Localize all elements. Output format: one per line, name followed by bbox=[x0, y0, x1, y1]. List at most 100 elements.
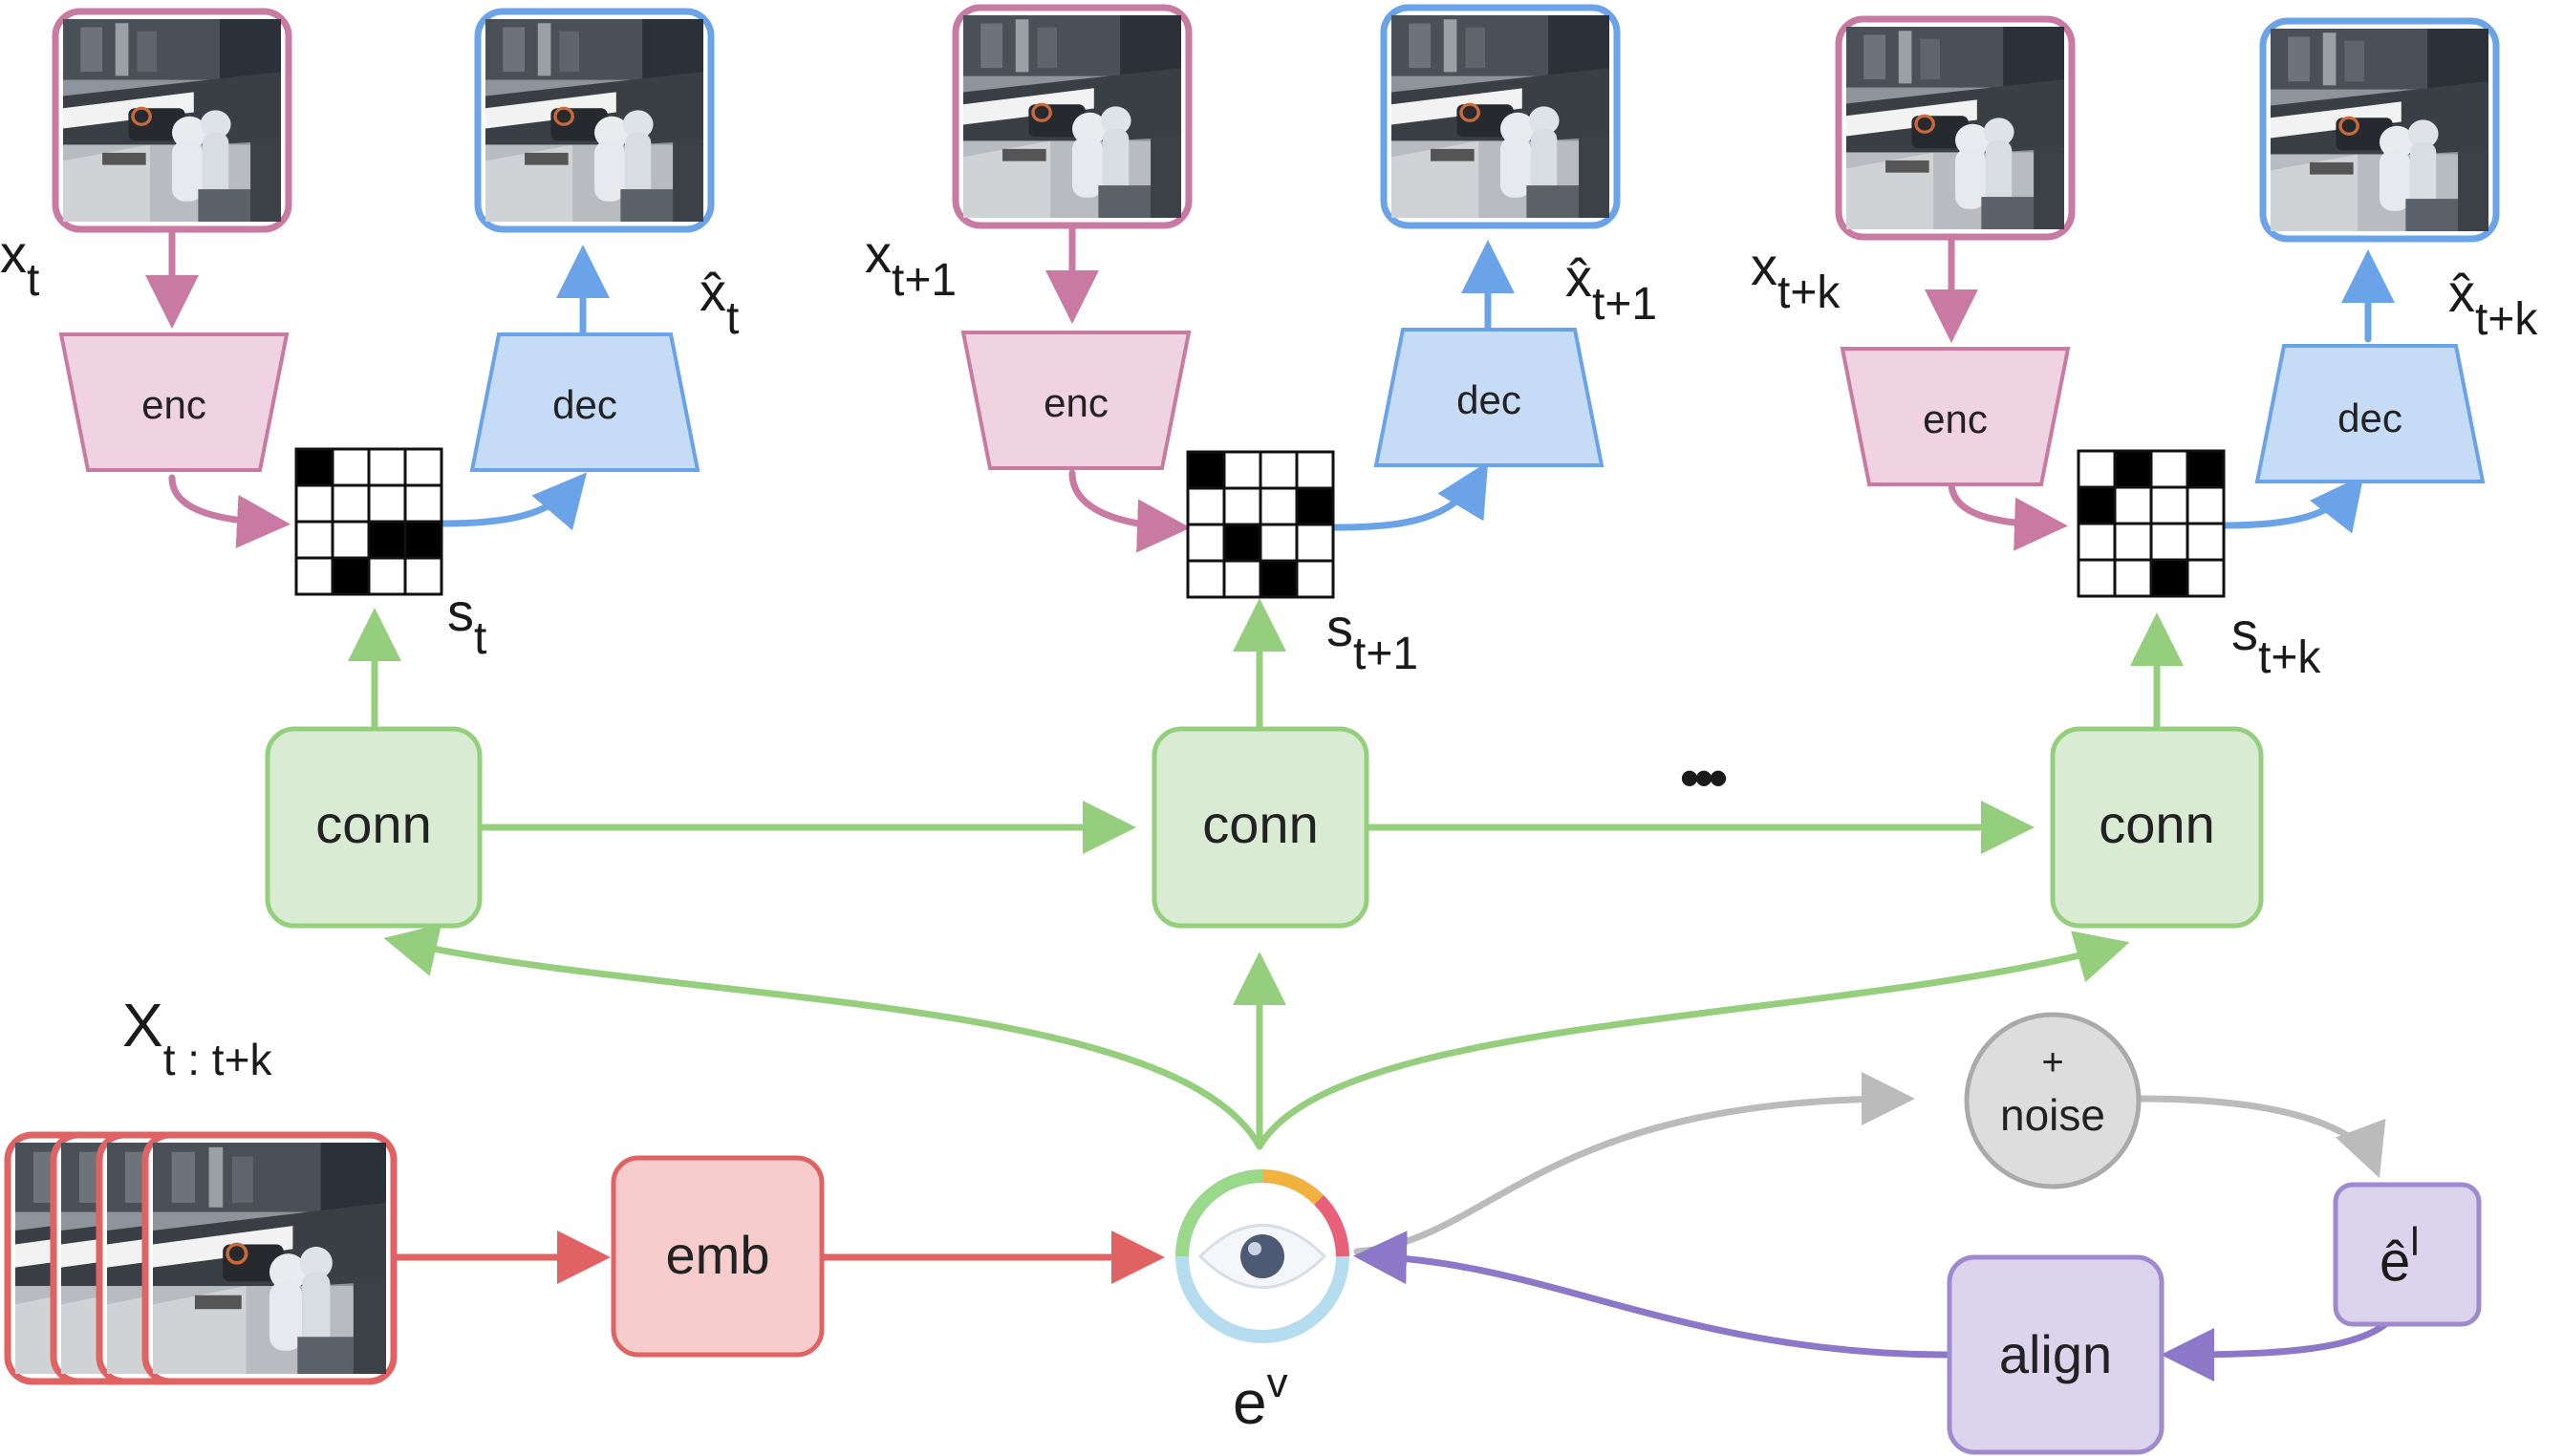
state-grid-cell bbox=[331, 447, 371, 487]
state-grid-cell bbox=[331, 520, 371, 560]
align-block bbox=[1947, 1254, 2165, 1455]
state-grid bbox=[2077, 449, 2226, 598]
state-grid-cell bbox=[1186, 523, 1226, 563]
arrow-ev-to-conn-1 bbox=[383, 924, 1263, 1150]
arrow-ev-to-conn-3 bbox=[1256, 931, 2130, 1150]
input-frame-thumbnail bbox=[52, 8, 292, 233]
state-grid-cell bbox=[2149, 558, 2189, 598]
arrow-state-to-dec-2 bbox=[1329, 460, 1489, 531]
state-grid-cell bbox=[1222, 523, 1262, 563]
state-grid-cell bbox=[403, 556, 443, 596]
state-grid-cell bbox=[331, 483, 371, 524]
ev-ring-orange-arc bbox=[1261, 1169, 1324, 1206]
noise-plus: + bbox=[2041, 1041, 2063, 1083]
ellipsis: ••• bbox=[1679, 746, 1726, 810]
sequence-label: Xt : t+k bbox=[122, 991, 272, 1084]
decoder-block bbox=[2254, 344, 2486, 483]
state-grid-cell bbox=[1295, 523, 1335, 563]
encoder-block bbox=[960, 331, 1192, 470]
state-grid-cell bbox=[2149, 522, 2189, 562]
state-grid-cell bbox=[2113, 485, 2153, 525]
arrow-enc-to-state-2 bbox=[1068, 469, 1191, 553]
input-label: xt bbox=[0, 224, 39, 306]
state-grid-cell bbox=[1222, 450, 1262, 490]
align-label: align bbox=[1999, 1324, 2112, 1384]
ev-ring-green-arc bbox=[1175, 1169, 1263, 1257]
input-frame-thumbnail bbox=[952, 4, 1193, 229]
arrow-enc-to-state-1 bbox=[168, 474, 291, 548]
state-label: st+k bbox=[2231, 601, 2321, 683]
decoder-block bbox=[1373, 328, 1605, 467]
state-grid-cell bbox=[1186, 450, 1226, 490]
conn-block bbox=[1152, 726, 1369, 929]
output-frame-thumbnail bbox=[2259, 17, 2500, 243]
arrow-state-to-dec-1 bbox=[438, 472, 588, 531]
connectors bbox=[145, 225, 2410, 1381]
eye-highlight bbox=[1248, 1242, 1261, 1255]
state-grid-cell bbox=[367, 483, 407, 524]
state-grid-cell bbox=[2149, 485, 2189, 525]
column-t: enc dec conn xt x̂t st bbox=[0, 8, 739, 929]
state-grid-cell bbox=[1295, 450, 1335, 490]
ev-label: ev bbox=[1233, 1360, 1288, 1437]
el-label: êl bbox=[2380, 1219, 2420, 1293]
state-grid-cell bbox=[1295, 559, 1335, 599]
conn-label: conn bbox=[1202, 794, 1318, 854]
eye-iris bbox=[1240, 1234, 1284, 1278]
output-frame-thumbnail bbox=[1380, 4, 1621, 229]
state-grid-cell bbox=[2077, 522, 2117, 562]
decoder-block bbox=[469, 332, 700, 472]
conn-block bbox=[2050, 726, 2264, 929]
input-frame-thumbnail bbox=[1835, 15, 2076, 241]
output-label: x̂t+1 bbox=[1565, 247, 1657, 330]
state-grid-cell bbox=[367, 556, 407, 596]
state-grid-cell bbox=[1186, 559, 1226, 599]
state-grid-cell bbox=[2113, 558, 2153, 598]
sequence-frame-4 bbox=[141, 1131, 398, 1385]
arrow-align-to-ev bbox=[1353, 1231, 1953, 1359]
state-label: st+1 bbox=[1326, 597, 1418, 679]
conn-label: conn bbox=[2099, 794, 2214, 854]
state-grid bbox=[294, 447, 443, 596]
emb-label: emb bbox=[666, 1225, 770, 1285]
decoder-label: dec bbox=[1456, 377, 1521, 422]
state-grid-cell bbox=[1259, 450, 1299, 490]
state-grid-cell bbox=[2186, 558, 2226, 598]
state-grid-cell bbox=[367, 447, 407, 487]
encoder-block bbox=[1840, 347, 2071, 486]
state-grid-cell bbox=[1259, 559, 1299, 599]
output-frame-thumbnail bbox=[474, 8, 715, 233]
el-block bbox=[2333, 1182, 2482, 1327]
state-grid-cell bbox=[403, 447, 443, 487]
encoder-block bbox=[58, 332, 290, 472]
state-grid-cell bbox=[2113, 522, 2153, 562]
state-grid-cell bbox=[2113, 449, 2153, 489]
state-grid-cell bbox=[1222, 559, 1262, 599]
arrow-state-to-dec-3 bbox=[2218, 474, 2364, 534]
timestep-columns: enc dec conn xt x̂t st enc dec bbox=[0, 4, 2538, 929]
state-grid-cell bbox=[403, 520, 443, 560]
state-grid-cell bbox=[2077, 485, 2117, 525]
state-grid-cell bbox=[294, 520, 334, 560]
state-grid-cell bbox=[2077, 558, 2117, 598]
state-grid-cell bbox=[294, 483, 334, 524]
state-label: st bbox=[447, 582, 486, 664]
encoder-label: enc bbox=[141, 382, 206, 427]
state-grid-cell bbox=[1186, 486, 1226, 526]
noise-node bbox=[1964, 1012, 2142, 1189]
decoder-label: dec bbox=[2337, 396, 2402, 440]
state-grid-cell bbox=[1222, 486, 1262, 526]
ev-node bbox=[1175, 1169, 1349, 1343]
state-grid-cell bbox=[403, 483, 443, 524]
input-label: xt+k bbox=[1751, 236, 1841, 318]
state-grid-cell bbox=[2186, 522, 2226, 562]
conn-block bbox=[265, 726, 483, 929]
state-grid-cell bbox=[294, 556, 334, 596]
conn-label: conn bbox=[315, 794, 431, 854]
output-label: x̂t+k bbox=[2448, 263, 2538, 345]
emb-block bbox=[611, 1155, 825, 1358]
state-grid-cell bbox=[1259, 486, 1299, 526]
arrow-noise-to-el bbox=[2137, 1095, 2386, 1179]
encoder-label: enc bbox=[1044, 380, 1109, 425]
